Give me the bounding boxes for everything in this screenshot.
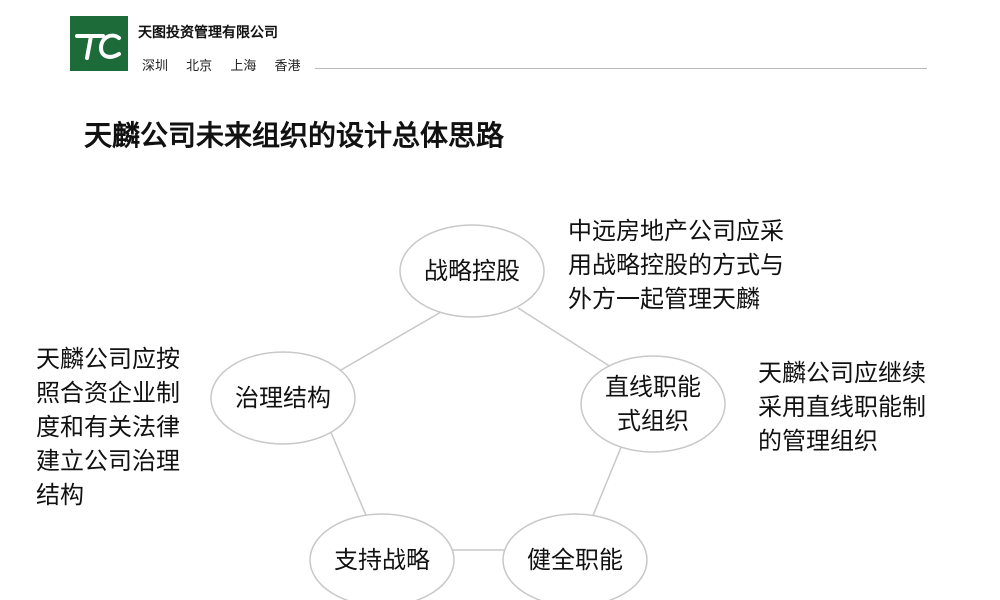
node-governance-structure: 治理结构: [235, 384, 331, 412]
node-ellipse: [210, 351, 356, 445]
tc-logo-icon: [75, 33, 121, 60]
node-strategic-holding: 战略控股: [424, 257, 520, 285]
page-title: 天麟公司未来组织的设计总体思路: [84, 119, 505, 152]
connector-line: [329, 429, 369, 521]
connector-line: [333, 307, 449, 375]
note-strategic-holding: 中远房地产公司应采 用战略控股的方式与 外方一起管理天麟: [568, 217, 784, 313]
node-ellipse: [502, 513, 648, 600]
note-line-function: 天麟公司应继续 采用直线职能制 的管理组织: [758, 359, 926, 455]
node-ellipse: [309, 513, 455, 600]
note-governance: 天麟公司应按 照合资企业制 度和有关法律 建立公司治理 结构: [36, 345, 180, 509]
header-divider: [315, 68, 927, 69]
node-support-strategy: 支持战略: [334, 546, 430, 574]
company-logo: [70, 16, 128, 71]
city-label: 香港: [274, 59, 301, 74]
node-line-function-org: 直线职能 式组织: [605, 373, 701, 435]
company-name: 天图投资管理有限公司: [138, 25, 278, 41]
connector-line: [591, 439, 625, 519]
city-label: 上海: [230, 59, 257, 74]
node-ellipse: [580, 355, 726, 453]
node-complete-functions: 健全职能: [527, 546, 623, 574]
connector-line: [517, 307, 623, 375]
city-label: 深圳: [142, 59, 169, 74]
node-ellipse: [399, 224, 545, 318]
office-cities: 深圳 北京 上海 香港: [142, 55, 314, 74]
city-label: 北京: [186, 59, 213, 74]
